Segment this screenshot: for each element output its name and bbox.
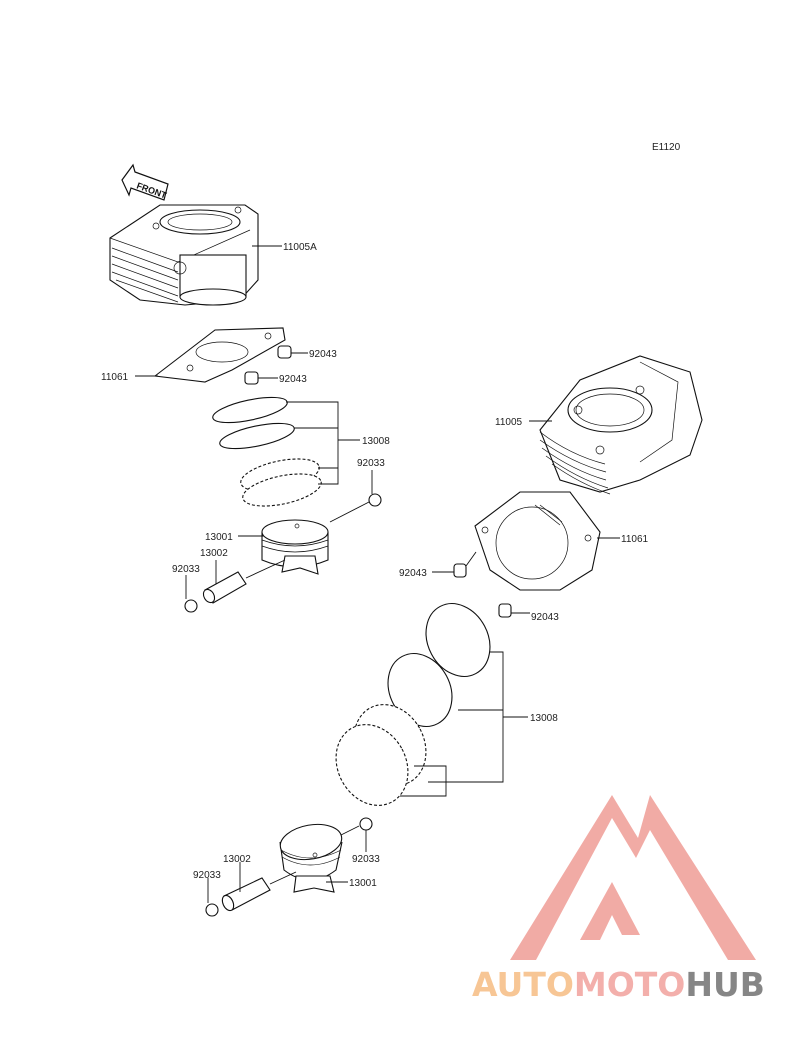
logo-inner-mark	[580, 882, 640, 940]
watermark-hub: HUB	[685, 965, 765, 1004]
callout-rear-piston: 13001	[205, 532, 233, 543]
callout-rear-dowel-a: 92043	[309, 349, 337, 360]
front-cylinder	[539, 355, 703, 495]
front-cylinder-gasket	[474, 491, 601, 591]
callout-front-cylinder: 11005	[495, 417, 523, 428]
callout-rear-cylinder: 11005A	[283, 242, 317, 253]
callout-rear-rings: 13008	[362, 436, 390, 447]
watermark-auto: AUTO	[472, 965, 574, 1004]
rear-piston	[261, 519, 329, 575]
callout-front-rings: 13008	[530, 713, 558, 724]
diagram-code: E1120	[652, 142, 681, 153]
rear-piston-pin	[202, 571, 247, 604]
callout-front-pin: 13002	[223, 854, 251, 865]
callout-rear-clip-left: 92033	[172, 564, 200, 575]
rear-piston-pin-clip-right	[368, 493, 382, 507]
watermark-moto: MOTO	[574, 965, 685, 1004]
front-piston-pin	[221, 877, 271, 912]
callout-rear-pin: 13002	[200, 548, 228, 559]
callout-front-dowel-b: 92043	[531, 612, 559, 623]
logo-triangle-mark	[510, 795, 756, 960]
automotohub-logo: AUTOMOTOHUB	[472, 795, 765, 1004]
callout-front-piston: 13001	[349, 878, 377, 889]
rear-piston-rings	[212, 396, 322, 507]
callout-front-clip-right: 92033	[352, 854, 380, 865]
rear-cylinder-gasket	[153, 327, 286, 383]
callout-front-gasket: 11061	[621, 534, 649, 545]
rear-dowel-pin-b	[244, 371, 259, 385]
rear-dowel-pin-a	[277, 345, 292, 359]
rear-piston-pin-clip-left	[184, 599, 198, 613]
front-arrow-icon: FRONT	[121, 163, 169, 201]
front-piston-pin-clip-left	[205, 903, 219, 917]
front-dowel-pin-b	[498, 603, 512, 618]
front-piston-rings	[335, 603, 491, 806]
front-dowel-pin-a	[453, 563, 467, 578]
rear-cylinder	[109, 204, 259, 306]
callout-rear-dowel-b: 92043	[279, 374, 307, 385]
callout-front-clip-left: 92033	[193, 870, 221, 881]
callout-rear-gasket: 11061	[101, 372, 129, 383]
callout-rear-clip-right: 92033	[357, 458, 385, 469]
front-piston-pin-clip-right	[359, 817, 373, 831]
callout-front-dowel-a: 92043	[399, 568, 427, 579]
svg-text:AUTOMOTOHUB: AUTOMOTOHUB	[472, 965, 765, 1004]
front-piston	[279, 823, 343, 893]
